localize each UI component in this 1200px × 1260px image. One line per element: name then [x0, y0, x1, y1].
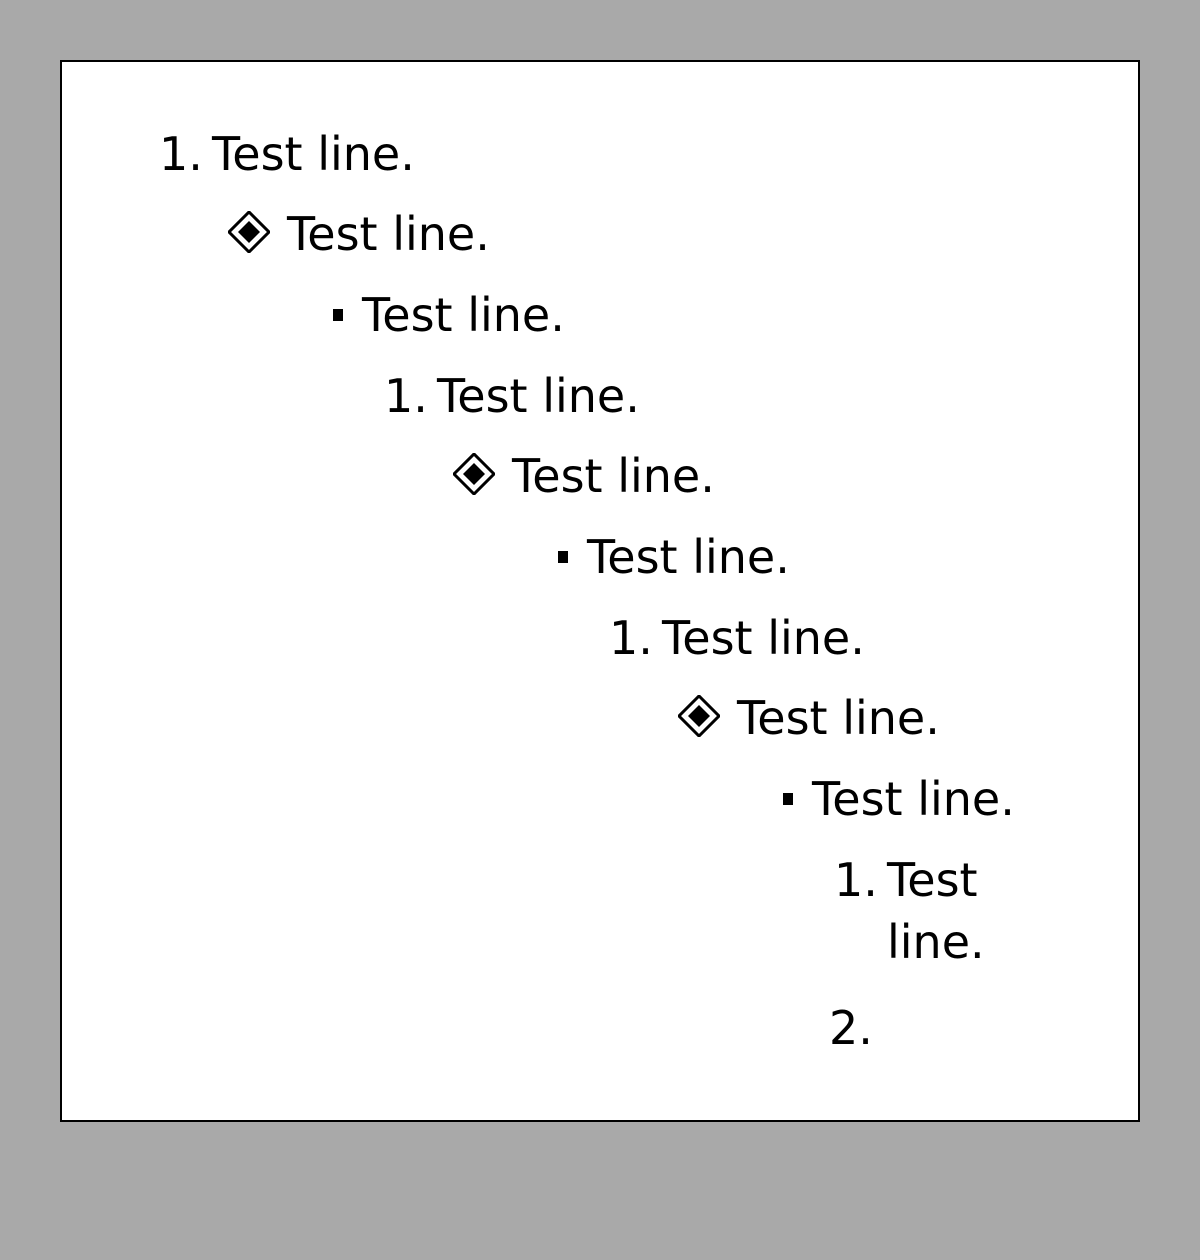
list-item-text: line. [887, 915, 985, 969]
diamond-icon [228, 211, 270, 253]
list-item-text: Test line. [362, 288, 565, 342]
square-bullet-icon [333, 309, 343, 321]
list-item-text: Test line. [737, 691, 940, 745]
list-marker-number: 1. [834, 853, 878, 907]
list-marker-number: 2. [829, 1001, 873, 1055]
list-item-text: Test line. [437, 369, 640, 423]
list-marker-number: 1. [384, 369, 428, 423]
document-page: 1. Test line. Test line. Test line. 1. T… [60, 60, 1140, 1122]
list-item-text: Test line. [212, 127, 415, 181]
list-item-text: Test line. [662, 611, 865, 665]
square-bullet-icon [783, 793, 793, 805]
list-item-text: Test line. [287, 207, 490, 261]
list-marker-number: 1. [159, 127, 203, 181]
list-marker-number: 1. [609, 611, 653, 665]
list-item-text: Test line. [587, 530, 790, 584]
list-item-text: Test line. [512, 449, 715, 503]
list-item-text: Test line. [812, 772, 1015, 826]
diamond-icon [453, 453, 495, 495]
square-bullet-icon [558, 551, 568, 563]
diamond-icon [678, 695, 720, 737]
list-item-text: Test [887, 853, 978, 907]
